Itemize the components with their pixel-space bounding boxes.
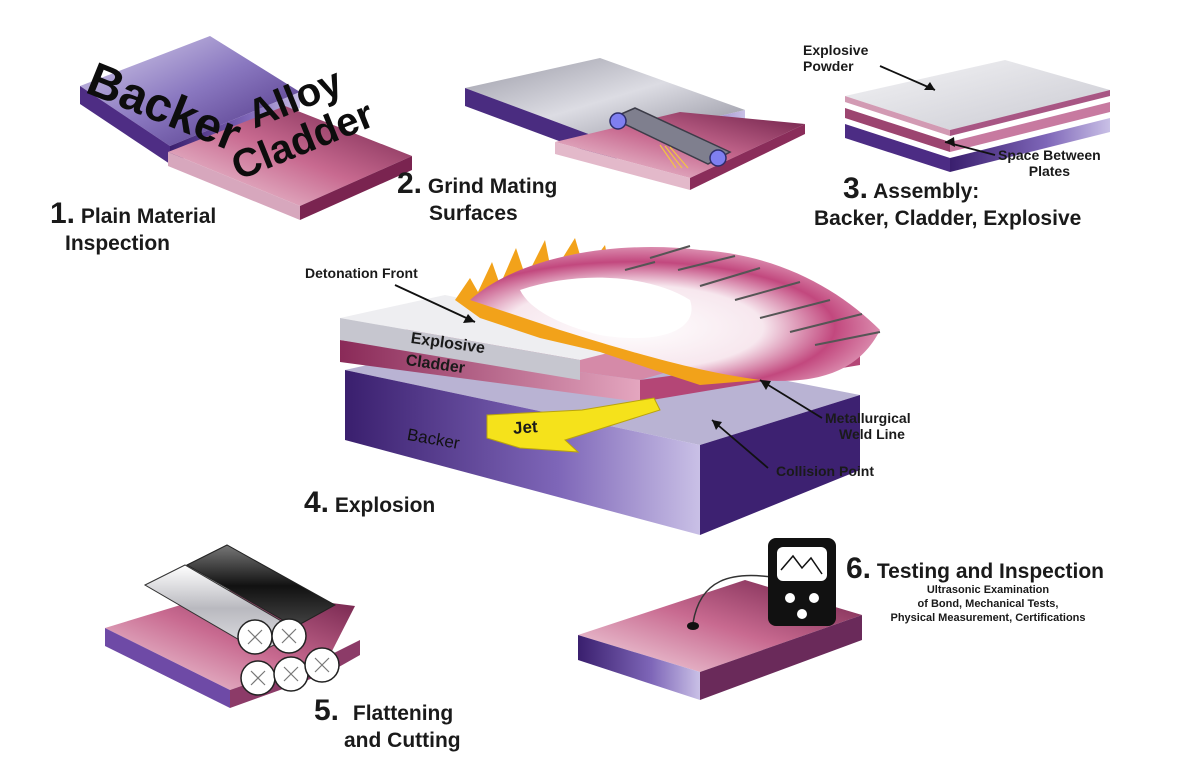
step6-details: Ultrasonic Examination of Bond, Mechanic… [878, 584, 1098, 625]
step4-number: 4. [304, 486, 330, 519]
step6-number: 6. [846, 552, 872, 585]
weld-line2: Weld Line [839, 426, 905, 443]
step1-number: 1. [50, 197, 76, 230]
step1-line2: Inspection [65, 231, 171, 255]
grinder-belt [609, 107, 732, 169]
step1-cladder-plate [168, 106, 412, 220]
step4-leader-lines [394, 284, 823, 469]
step1-line1: Plain Material [80, 205, 217, 228]
space-between-plates-label: Space Between Plates [998, 147, 1101, 179]
space-line2: Plates [1028, 163, 1070, 180]
step4-label: Explosion [334, 494, 436, 517]
explosive-powder-line2: Powder [803, 58, 854, 75]
step5-line1: Flattening [352, 702, 454, 725]
step2-line1: Grind Mating [427, 175, 558, 198]
step5-number: 5. [314, 694, 340, 727]
step2-line2: Surfaces [429, 201, 518, 225]
step2-caption: 2. Grind Mating Surfaces [397, 167, 557, 226]
step3-assembly [845, 60, 1110, 172]
step5-line2: and Cutting [344, 728, 461, 752]
jet-label: Jet [512, 417, 539, 438]
step4-caption: 4. Explosion [304, 486, 435, 521]
step5-rollers [143, 544, 340, 696]
step4-detonation-flame [455, 238, 880, 385]
step6-detail3: Physical Measurement, Certifications [890, 611, 1086, 624]
step6-detail2: of Bond, Mechanical Tests, [917, 597, 1059, 610]
step6-caption: 6. Testing and Inspection [846, 552, 1104, 587]
step3-number: 3. [843, 172, 869, 205]
step3-line1: Assembly: [873, 180, 980, 203]
step3-line2: Backer, Cladder, Explosive [814, 206, 1082, 230]
explosive-powder-label: Explosive Powder [803, 42, 868, 74]
step4-debris-streaks [624, 245, 881, 346]
detonation-front-label: Detonation Front [305, 265, 418, 281]
step6-label: Testing and Inspection [876, 560, 1104, 583]
step2-number: 2. [397, 167, 423, 200]
step4-jet [486, 397, 661, 453]
step5-caption: 5. Flattening and Cutting [314, 694, 461, 753]
space-line1: Space Between [998, 147, 1101, 163]
ultrasonic-tester [687, 538, 836, 630]
collision-point-label: Collision Point [776, 463, 874, 479]
explosive-powder-line1: Explosive [803, 42, 869, 58]
step3-leader-lines [879, 65, 996, 156]
step6-detail1: Ultrasonic Examination [926, 584, 1050, 596]
step1-caption: 1. Plain Material Inspection [50, 197, 216, 256]
weld-line1: Metallurgical [825, 410, 911, 426]
weld-line-label: Metallurgical Weld Line [825, 410, 911, 442]
step3-caption: 3. Assembly: Backer, Cladder, Explosive [814, 172, 1081, 231]
